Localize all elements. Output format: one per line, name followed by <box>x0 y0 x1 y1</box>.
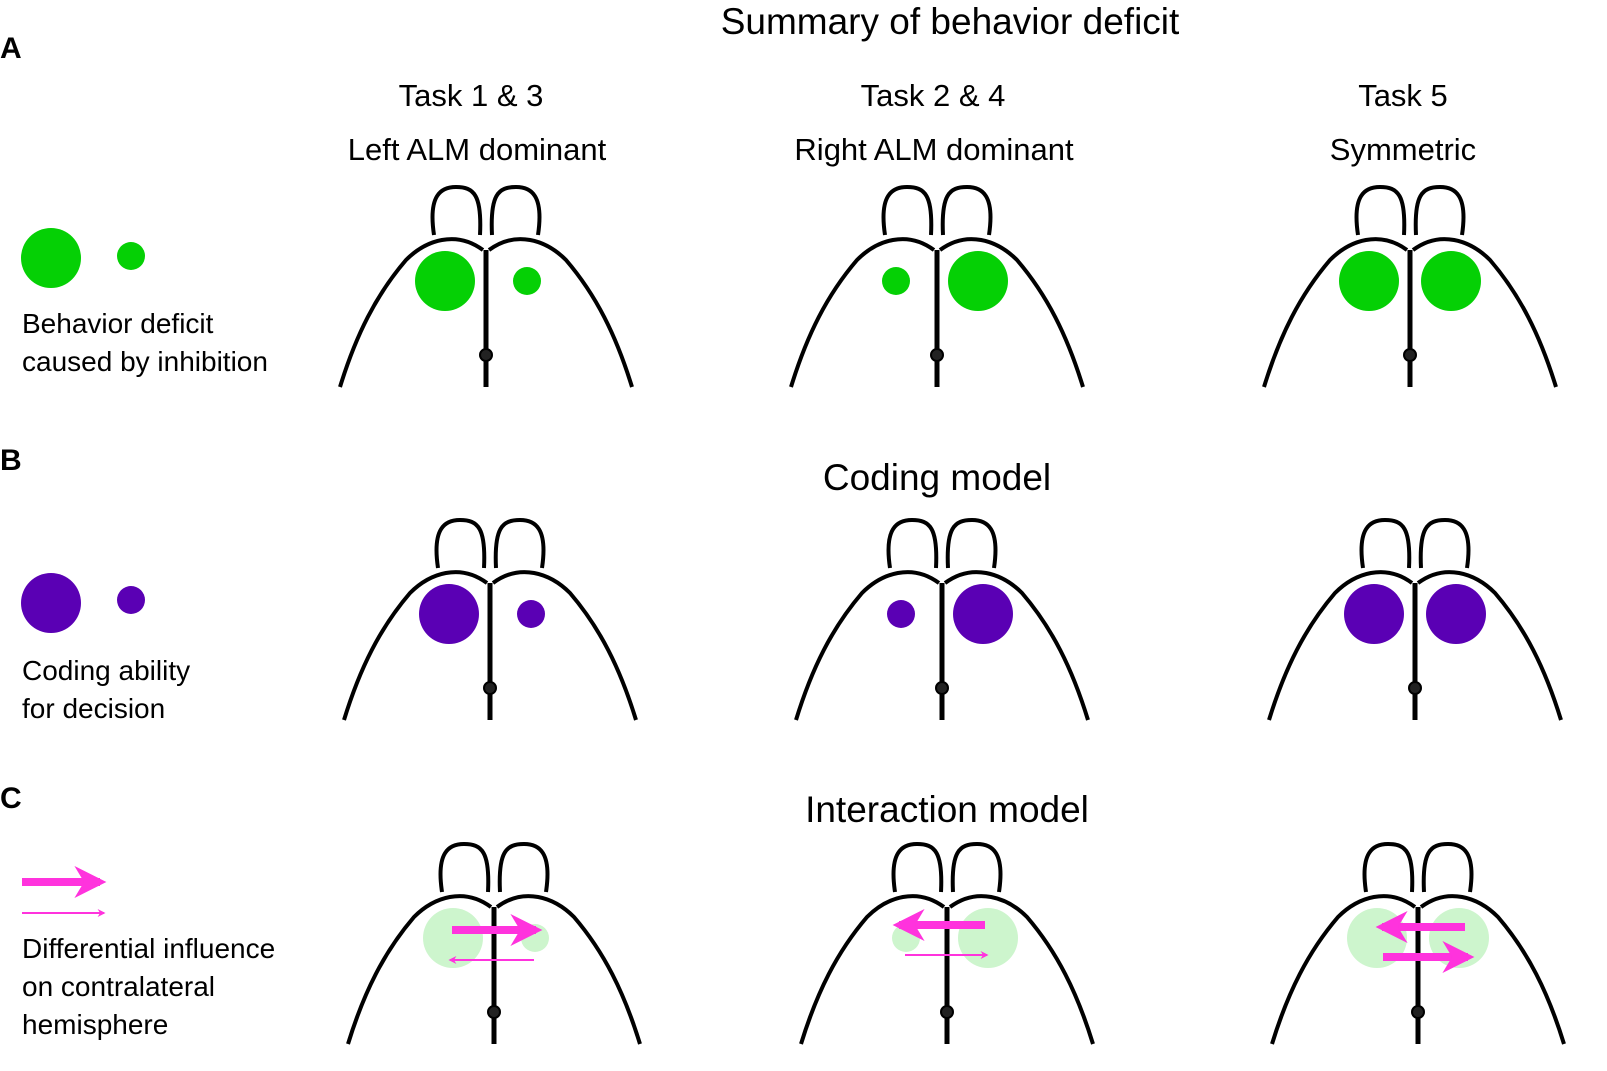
brain-outline <box>1267 570 1563 721</box>
brain-outline <box>1262 237 1558 388</box>
brain-row-c-col-2 <box>799 841 1095 1045</box>
left-alm-large-faint-circle <box>423 908 483 968</box>
bregma-dot <box>483 681 497 695</box>
legend-small-green-circle <box>117 242 145 270</box>
bregma-dot <box>1408 681 1422 695</box>
olfactory-bulbs <box>886 517 998 569</box>
right-alm-large-deficit-circle <box>948 251 1008 311</box>
legend-a-line-1: Behavior deficit <box>22 308 214 339</box>
right-alm-large-coding-circle <box>953 584 1013 644</box>
bregma-dot <box>935 681 949 695</box>
olfactory-bulbs <box>1354 184 1466 236</box>
olfactory-bulbs <box>881 184 993 236</box>
brain-row-b-col-1 <box>342 517 638 721</box>
bregma-dot <box>479 348 493 362</box>
panel-letter-c: C <box>0 782 22 815</box>
bregma-dot <box>1411 1005 1425 1019</box>
legend-c-line-1: Differential influence <box>22 933 275 964</box>
bregma-dot <box>940 1005 954 1019</box>
bregma-dot <box>1403 348 1417 362</box>
right-alm-large-coding-circle <box>1426 584 1486 644</box>
brain-row-b-col-2 <box>794 517 1090 721</box>
legend-b-line-1: Coding ability <box>22 655 190 686</box>
brain-row-a-col-3 <box>1262 184 1558 388</box>
olfactory-bulbs <box>438 841 550 893</box>
left-alm-small-deficit-circle <box>882 267 910 295</box>
olfactory-bulbs <box>891 841 1003 893</box>
column-2-task: Task 2 & 4 <box>861 78 1006 113</box>
brain-outline <box>346 894 642 1045</box>
left-alm-large-deficit-circle <box>1339 251 1399 311</box>
legend-large-purple-circle <box>21 573 81 633</box>
legend-b-line-2: for decision <box>22 693 165 724</box>
panel-letter-a: A <box>0 32 22 65</box>
column-3-type: Symmetric <box>1330 132 1476 167</box>
left-alm-large-coding-circle <box>419 584 479 644</box>
right-alm-large-faint-circle <box>958 908 1018 968</box>
brain-outline <box>789 237 1085 388</box>
bregma-dot <box>487 1005 501 1019</box>
brain-row-c-col-1 <box>346 841 642 1045</box>
panel-a-title: Summary of behavior deficit <box>721 1 1180 42</box>
left-alm-large-coding-circle <box>1344 584 1404 644</box>
column-2-type: Right ALM dominant <box>794 132 1074 167</box>
legend-a-line-2: caused by inhibition <box>22 346 268 377</box>
brain-row-a-col-2 <box>789 184 1085 388</box>
column-1-type: Left ALM dominant <box>348 132 607 167</box>
brain-outline <box>794 570 1090 721</box>
brain-outline <box>338 237 634 388</box>
legend-large-green-circle <box>21 228 81 288</box>
right-alm-small-coding-circle <box>517 600 545 628</box>
legend-c-line-2: on contralateral <box>22 971 215 1002</box>
panel-c-title: Interaction model <box>805 789 1089 830</box>
brain-outline <box>342 570 638 721</box>
brain-row-c-col-3 <box>1270 841 1566 1045</box>
right-alm-small-deficit-circle <box>513 267 541 295</box>
right-alm-large-deficit-circle <box>1421 251 1481 311</box>
olfactory-bulbs <box>430 184 542 236</box>
brain-row-a-col-1 <box>338 184 634 388</box>
olfactory-bulbs <box>1359 517 1471 569</box>
panel-letter-b: B <box>0 444 22 477</box>
olfactory-bulbs <box>434 517 546 569</box>
left-alm-small-coding-circle <box>887 600 915 628</box>
panel-b-title: Coding model <box>823 457 1051 498</box>
left-alm-large-deficit-circle <box>415 251 475 311</box>
legend-small-purple-circle <box>117 586 145 614</box>
olfactory-bulbs <box>1362 841 1474 893</box>
legend-c-line-3: hemisphere <box>22 1009 168 1040</box>
brain-outline <box>799 894 1095 1045</box>
brain-outline <box>1270 894 1566 1045</box>
brain-row-b-col-3 <box>1267 517 1563 721</box>
bregma-dot <box>930 348 944 362</box>
column-1-task: Task 1 & 3 <box>399 78 544 113</box>
column-3-task: Task 5 <box>1358 78 1448 113</box>
